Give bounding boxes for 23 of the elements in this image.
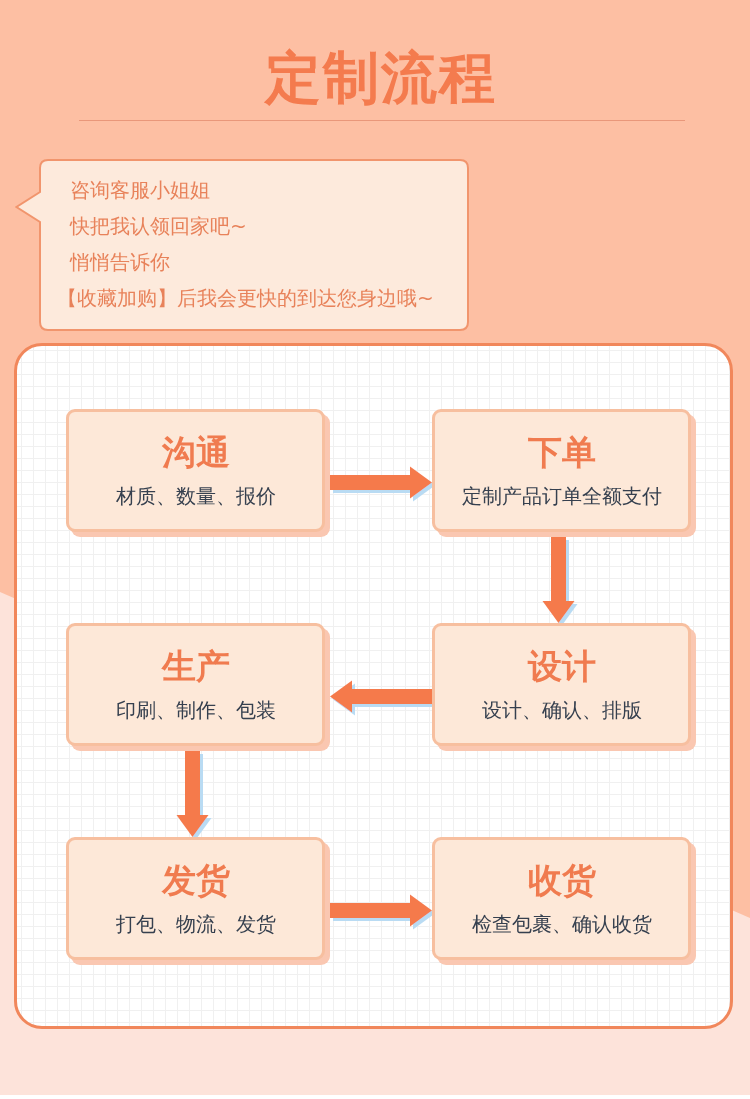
bubble-text: 咨询客服小姐姐 (70, 177, 210, 203)
step-description: 打包、物流、发货 (115, 911, 276, 937)
bubble-text: 悄悄告诉你 (70, 249, 170, 275)
bubble-text: 快把我认领回家吧~ (70, 213, 247, 239)
arrow (330, 894, 432, 927)
step-description: 材质、数量、报价 (115, 483, 276, 509)
step-title: 发货 (161, 859, 230, 901)
arrow (330, 466, 432, 499)
step-title: 收货 (527, 859, 596, 901)
step-description: 印刷、制作、包装 (115, 697, 276, 723)
step-title: 沟通 (161, 431, 230, 473)
step-title: 生产 (161, 645, 230, 687)
step-title: 下单 (527, 431, 596, 473)
speech-bubble (15, 159, 469, 331)
step-title: 设计 (527, 645, 596, 687)
arrow (176, 751, 209, 837)
step-description: 检查包裹、确认收货 (471, 911, 652, 937)
step-description: 定制产品订单全额支付 (461, 483, 662, 509)
page-title: 定制流程 (265, 46, 497, 110)
step-description: 设计、确认、排版 (481, 697, 642, 723)
arrow (542, 537, 575, 623)
bubble-text: 【收藏加购】后我会更快的到达您身边哦~ (57, 285, 434, 311)
arrow (330, 680, 432, 713)
